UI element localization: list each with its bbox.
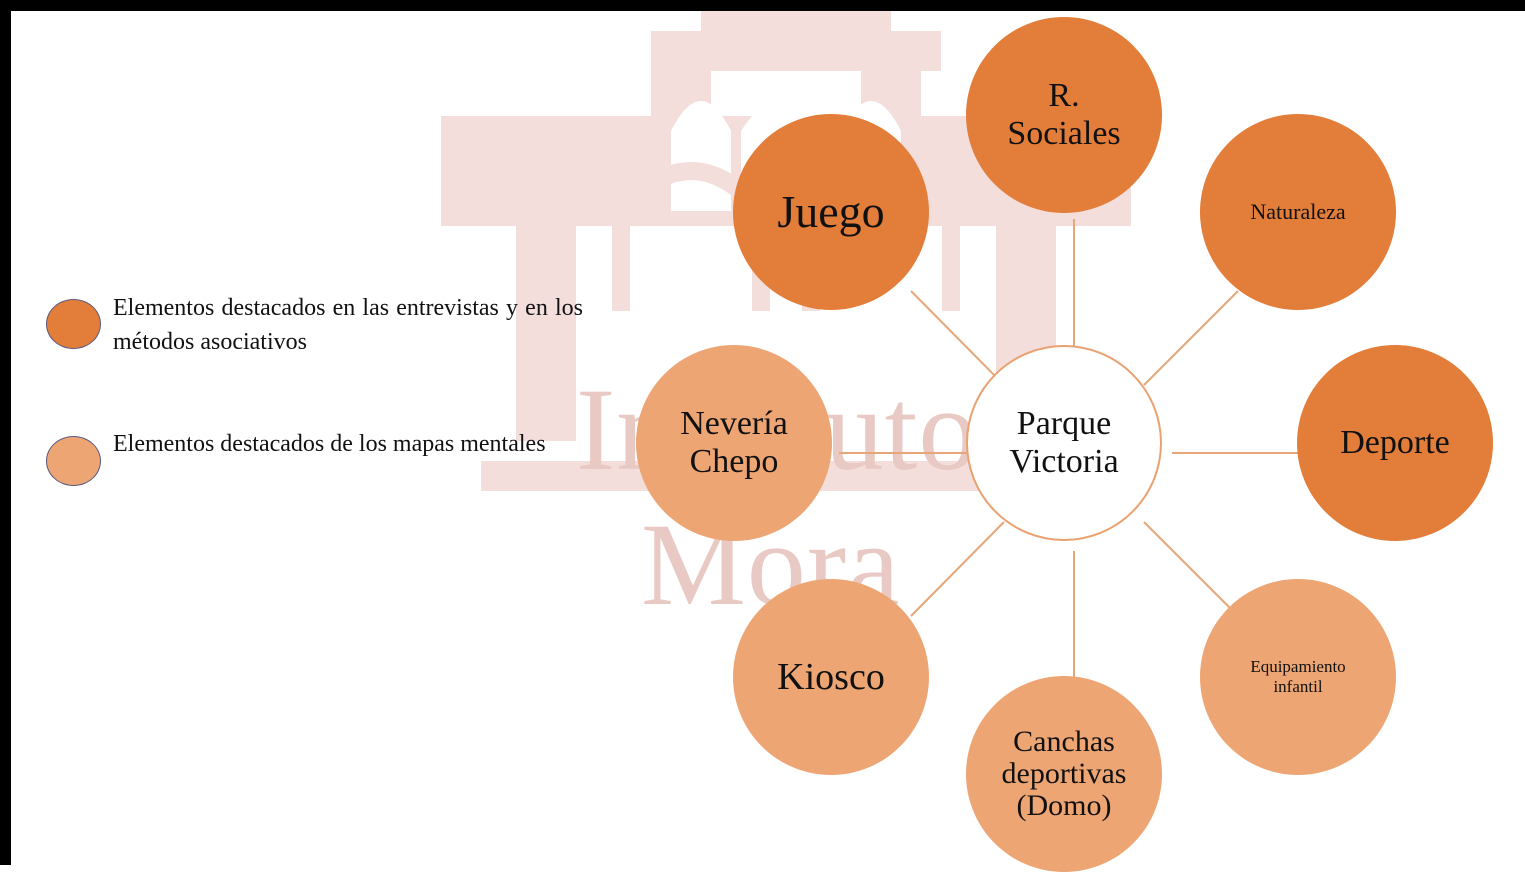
node-deporte-label: Deporte [1340, 424, 1450, 461]
connector-lines [839, 219, 1309, 687]
legend-label-interviews: Elementos destacados en las entrevistas … [113, 295, 583, 355]
legend-swatch-interviews [46, 299, 101, 349]
connector-juego [910, 290, 1005, 386]
node-equipamiento-label: Equipamiento infantil [1250, 657, 1346, 696]
center-node-parque-victoria: Parque Victoria [966, 345, 1162, 541]
node-kiosco: Kiosco [733, 579, 929, 775]
node-deporte: Deporte [1297, 345, 1493, 541]
center-node-label: Parque Victoria [1009, 405, 1119, 480]
connector-equipamiento [1143, 521, 1239, 617]
connector-kiosco [910, 521, 1005, 617]
legend-label-mental-maps: Elementos destacados de los mapas mental… [113, 431, 546, 457]
node-r-sociales: R. Sociales [966, 17, 1162, 213]
node-neveria-chepo: Nevería Chepo [636, 345, 832, 541]
node-canchas-label: Canchas deportivas (Domo) [1001, 725, 1127, 822]
node-r-sociales-label: R. Sociales [1007, 77, 1121, 152]
node-naturaleza: Naturaleza [1200, 114, 1396, 310]
legend-swatch-mental-maps [46, 436, 101, 486]
node-neveria-label: Nevería Chepo [680, 405, 788, 480]
connector-naturaleza [1143, 290, 1239, 386]
node-canchas-deportivas: Canchas deportivas (Domo) [966, 676, 1162, 872]
node-naturaleza-label: Naturaleza [1250, 199, 1346, 224]
node-equipamiento-infantil: Equipamiento infantil [1200, 579, 1396, 775]
node-juego-label: Juego [777, 186, 885, 237]
node-juego: Juego [733, 114, 929, 310]
node-kiosco-label: Kiosco [777, 656, 885, 698]
